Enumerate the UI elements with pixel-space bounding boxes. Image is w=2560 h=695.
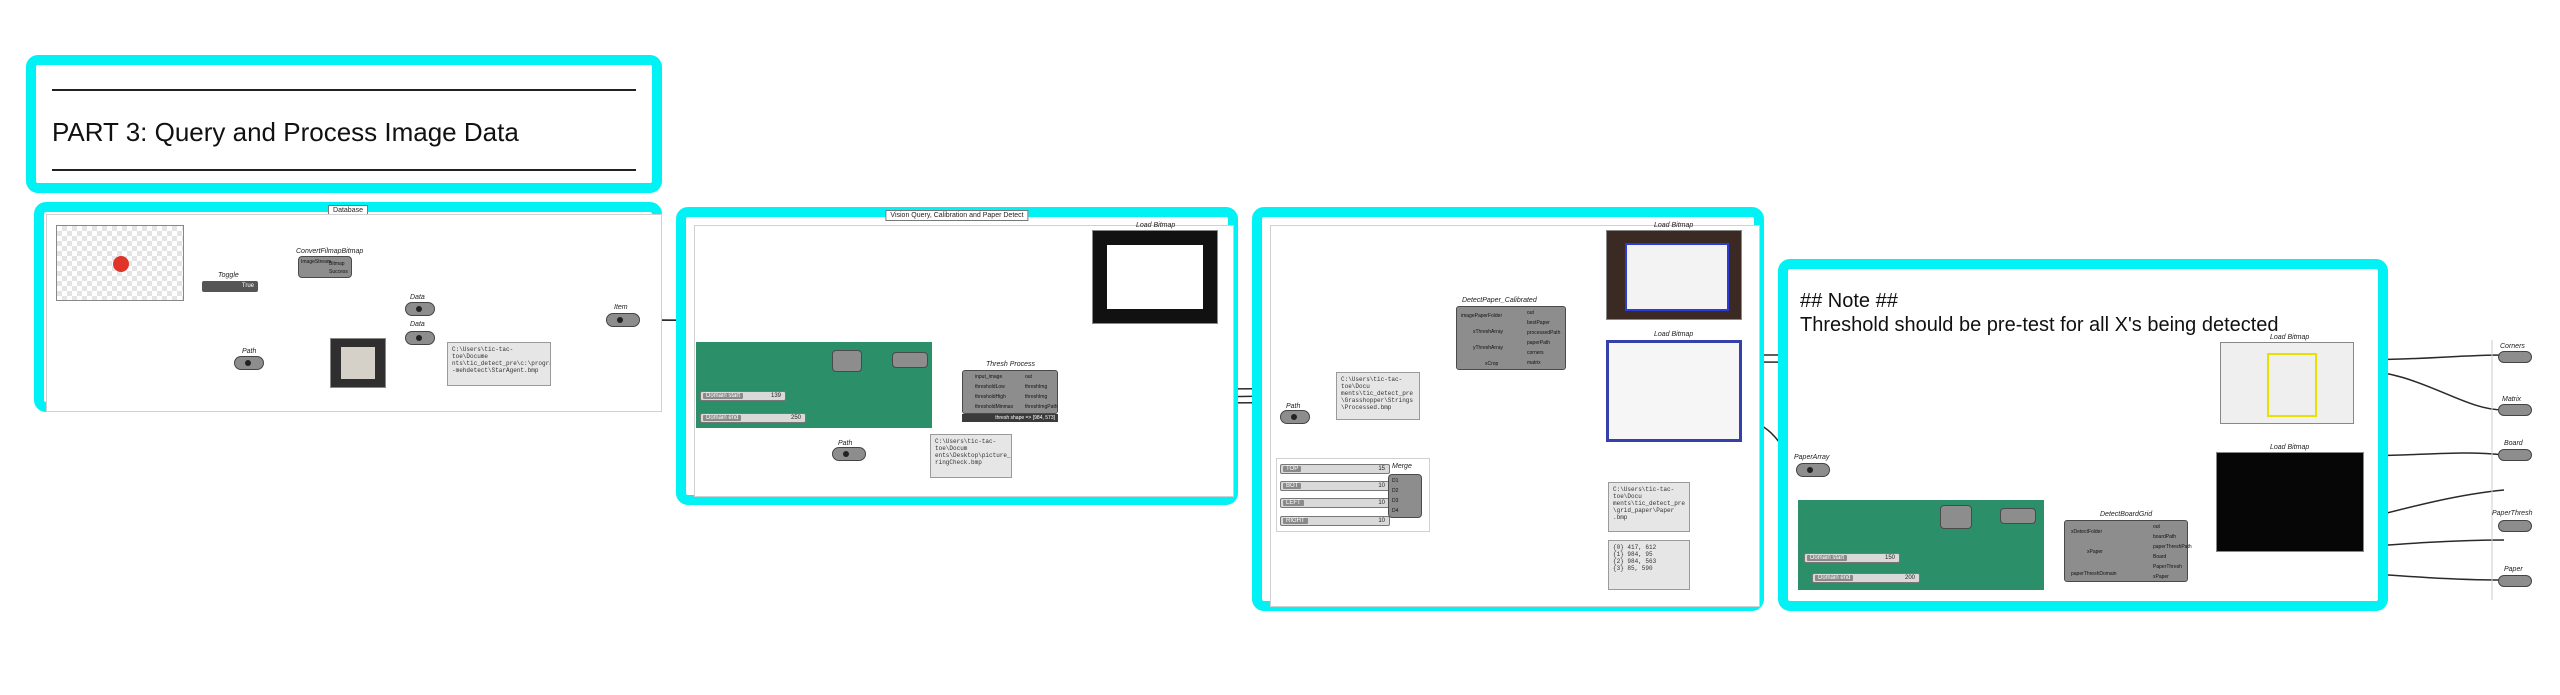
domain-end-slider-a[interactable]: Domain end 250 — [700, 413, 806, 423]
bitmap3-label: Load Bitmap — [1654, 331, 1694, 338]
bitmap-4-grid — [2267, 353, 2317, 417]
bitmap2-label: Load Bitmap — [1654, 222, 1694, 229]
part-title-group[interactable]: PART 3: Query and Process Image Data — [26, 55, 662, 193]
paper-output-node[interactable] — [2498, 575, 2532, 587]
item-label: Item — [614, 304, 628, 311]
path2-node[interactable] — [832, 447, 866, 461]
path-panel-4[interactable]: C:\Users\tic-tac-toe\Docu ments\tic_dete… — [1608, 482, 1690, 532]
bitmap4-label: Load Bitmap — [2270, 334, 2310, 341]
bitmap-viewer-5[interactable] — [2216, 452, 2364, 552]
paper-array-node[interactable] — [1796, 463, 1830, 477]
bot-slider[interactable]: BOT 10 — [1280, 481, 1390, 491]
data2-node[interactable] — [405, 331, 435, 345]
data1-dot-icon — [416, 306, 422, 312]
paper-array-dot-icon — [1807, 467, 1813, 473]
path1-dot-icon — [245, 360, 251, 366]
bitmap-1-paper — [1107, 245, 1203, 309]
corners-panel[interactable]: {0} 417, 612 {1} 984, 95 {2} 984, 563 {3… — [1608, 540, 1690, 590]
thumbnail-viewer[interactable] — [330, 338, 386, 388]
bitmap5-label: Load Bitmap — [2270, 444, 2310, 451]
group-title: Vision Query, Calibration and Paper Dete… — [885, 210, 1029, 221]
matrix-output-label: Matrix — [2502, 396, 2522, 403]
detect-paper-node[interactable]: imagePaperFolder xThreshArray yThreshArr… — [1456, 306, 1566, 370]
left-slider[interactable]: LEFT 10 — [1280, 498, 1390, 508]
note-heading: ## Note ## — [1800, 290, 1898, 312]
thresh-process-node[interactable]: input_image thresholdLow thresholdHigh t… — [962, 370, 1058, 414]
data2-label: Data — [410, 321, 425, 328]
bitmap-viewer-2[interactable] — [1606, 230, 1742, 320]
path3-dot-icon — [1291, 414, 1297, 420]
domain-start-slider-b[interactable]: Domain start 150 — [1804, 553, 1900, 563]
convert-output-success: Success — [329, 269, 348, 275]
bitmap-viewer-1[interactable] — [1092, 230, 1218, 324]
bounds-node-b[interactable] — [2000, 508, 2036, 524]
detect-paper-label: DetectPaper_Calibrated — [1462, 297, 1537, 304]
bounds-node-a[interactable] — [892, 352, 928, 368]
domain-start-slider-a[interactable]: Domain start 139 — [700, 391, 786, 401]
toggle-label: Toggle — [218, 272, 239, 279]
convert-input: ImageStream — [301, 259, 332, 265]
thumbnail-image — [341, 347, 375, 379]
bitmap-viewer-3[interactable] — [1606, 340, 1742, 442]
detect-board-label: DetectBoardGrid — [2100, 511, 2153, 518]
data1-label: Data — [410, 294, 425, 301]
path3-node[interactable] — [1280, 410, 1310, 424]
convert-output-bitmap: Bitmap — [329, 261, 345, 267]
right-slider[interactable]: RIGHT 10 — [1280, 516, 1390, 526]
thresh-process-label: Thresh Process — [986, 361, 1036, 368]
merge-label: Merge — [1392, 463, 1412, 470]
thresh-status-bar: thresh shape => [984, 573] — [962, 414, 1058, 422]
matrix-output-node[interactable] — [2498, 404, 2532, 416]
detect-board-node[interactable]: xDetectFolder xPaper paperThreshDomain o… — [2064, 520, 2192, 582]
data2-dot-icon — [416, 335, 422, 341]
paperthresh-output-label: PaperThresh — [2492, 510, 2533, 517]
domain-node-a[interactable] — [832, 350, 862, 372]
path-panel-1[interactable]: C:\Users\tic-tac-toe\Docume nts\tic_dete… — [447, 342, 551, 386]
corners-output-label: Corners — [2500, 343, 2525, 350]
corners-output-node[interactable] — [2498, 351, 2532, 363]
paperthresh-output-node[interactable] — [2498, 520, 2532, 532]
data1-node[interactable] — [405, 302, 435, 316]
paper-array-label: PaperArray — [1794, 454, 1830, 461]
bitmap-viewer-4[interactable] — [2220, 342, 2354, 424]
part-title: PART 3: Query and Process Image Data — [52, 117, 519, 147]
path-panel-3[interactable]: C:\Users\tic-tac-toe\Docu ments\tic_dete… — [1336, 372, 1420, 420]
no-image-icon — [113, 256, 129, 272]
path3-label: Path — [1286, 403, 1301, 410]
item-dot-icon — [617, 317, 623, 323]
board-output-label: Board — [2504, 440, 2523, 447]
title-rule-top — [52, 89, 636, 91]
item-node[interactable] — [606, 313, 640, 327]
board-output-node[interactable] — [2498, 449, 2532, 461]
convert-node-label: ConvertFilmapBitmap — [296, 248, 364, 255]
toggle-value: True — [241, 283, 254, 289]
path1-node[interactable] — [234, 356, 264, 370]
domain-end-slider-b[interactable]: Domain end 200 — [1812, 573, 1920, 583]
convert-node[interactable]: ImageStream Bitmap Success — [298, 256, 352, 278]
domain-node-b[interactable] — [1940, 505, 1972, 529]
path2-dot-icon — [843, 451, 849, 457]
path1-label: Path — [242, 348, 257, 355]
paper-output-label: Paper — [2504, 566, 2523, 573]
top-slider[interactable]: TOP 15 — [1280, 464, 1390, 474]
toggle-switch[interactable]: True — [202, 281, 258, 292]
bitmap1-label: Load Bitmap — [1136, 222, 1176, 229]
bitmap-2-paper — [1625, 243, 1729, 311]
image-viewer[interactable] — [56, 225, 184, 301]
title-rule-bottom — [52, 169, 636, 171]
path2-label: Path — [838, 440, 853, 447]
path-panel-2[interactable]: C:\Users\tic-tac-toe\Docum ents\Desktop\… — [930, 434, 1012, 478]
note-body: Threshold should be pre-test for all X's… — [1800, 314, 2279, 336]
merge-node[interactable]: D1 D2 D3 D4 — [1388, 474, 1422, 518]
